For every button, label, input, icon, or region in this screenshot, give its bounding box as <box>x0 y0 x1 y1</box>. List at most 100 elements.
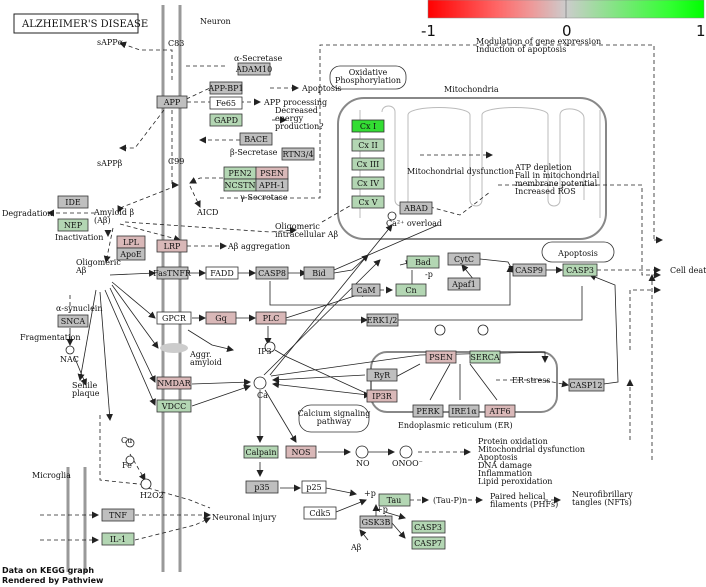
svg-text:Cx V: Cx V <box>359 198 378 207</box>
gene-cam[interactable]: CaM <box>351 283 381 297</box>
pathway-edges <box>40 41 663 544</box>
gene-tnf[interactable]: TNF <box>101 508 135 522</box>
gene-p35[interactable]: p35 <box>245 480 279 494</box>
svg-text:ERK1/2: ERK1/2 <box>367 316 398 325</box>
svg-text:TNF: TNF <box>109 511 127 520</box>
cu-label: Cu <box>121 436 132 445</box>
no-label: NO <box>356 459 370 468</box>
gene-cn[interactable]: Cn <box>395 283 427 297</box>
svg-text:RyR: RyR <box>374 371 391 380</box>
gene-apaf1[interactable]: Apaf1 <box>447 277 481 291</box>
gene-cx-iii[interactable]: Cx III <box>351 157 385 171</box>
gene-casp7[interactable]: CASP7 <box>411 536 446 550</box>
gene-cx-i[interactable]: Cx I <box>351 119 385 133</box>
svg-text:CASP7: CASP7 <box>414 539 442 548</box>
gene-lpl[interactable]: LPL <box>116 235 146 249</box>
gene-vdcc[interactable]: VDCC <box>156 399 192 413</box>
pathway-title: ALZHEIMER'S DISEASE <box>21 19 148 30</box>
gene-serca[interactable]: SERCA <box>469 350 501 364</box>
gene-casp3-tau[interactable]: CASP3 <box>411 520 446 534</box>
gene-gq[interactable]: Gq <box>205 311 237 325</box>
gene-atf6[interactable]: ATF6 <box>484 404 516 418</box>
gene-gsk3b[interactable]: GSK3B <box>359 515 393 529</box>
gene-bid[interactable]: Bid <box>303 266 335 280</box>
gene-snca[interactable]: SNCA <box>57 314 89 328</box>
gene-cytc[interactable]: CytC <box>447 252 481 266</box>
alpha-synuclein-label: α-synuclein <box>56 304 103 313</box>
gene-perk[interactable]: PERK <box>412 404 444 418</box>
gene-app[interactable]: APP <box>156 95 188 109</box>
svg-text:FADD: FADD <box>210 269 233 278</box>
gene-ide[interactable]: IDE <box>57 195 89 209</box>
svg-text:Cx II: Cx II <box>358 141 378 150</box>
mitochondria-label: Mitochondria <box>444 85 499 94</box>
gene-nep[interactable]: NEP <box>57 218 89 232</box>
gene-pen2[interactable]: PEN2 <box>223 166 257 180</box>
mito-dysfunction-label: Mitochondrial dysfunction <box>407 167 514 176</box>
neuron-label: Neuron <box>200 17 231 26</box>
er-compartment: Endoplasmic reticulum (ER) <box>370 351 558 430</box>
h2o2-label: H2O2 <box>140 491 164 500</box>
gene-nos[interactable]: NOS <box>285 445 317 459</box>
svg-text:Bad: Bad <box>415 258 431 267</box>
ab-aggregation-label: Aβ aggregation <box>227 242 290 251</box>
gene-psen-er[interactable]: PSEN <box>425 350 457 364</box>
sappb-label: sAPPβ <box>97 159 123 168</box>
gene-abad[interactable]: ABAD <box>399 201 433 215</box>
svg-text:Apaf1: Apaf1 <box>451 280 476 289</box>
gene-bace[interactable]: BACE <box>239 132 273 146</box>
gene-psen-gamma[interactable]: PSEN <box>255 166 289 180</box>
svg-text:Cx IV: Cx IV <box>357 179 379 188</box>
gene-cx-ii[interactable]: Cx II <box>351 138 385 152</box>
gene-rtn3-4[interactable]: RTN3/4 <box>281 147 315 161</box>
gene-gpcr[interactable]: GPCR <box>156 311 192 325</box>
gene-calpain[interactable]: Calpain <box>243 445 279 459</box>
gene-ire1a[interactable]: IRE1α <box>448 404 480 418</box>
c83-label: C83 <box>168 39 184 48</box>
gene-casp12[interactable]: CASP12 <box>568 378 605 392</box>
gene-lrp[interactable]: LRP <box>156 239 188 253</box>
gene-tau[interactable]: Tau <box>378 493 411 507</box>
inactivation-label: Inactivation <box>55 233 103 242</box>
footer-line-2: Rendered by Pathview <box>2 576 104 585</box>
svg-text:PSEN: PSEN <box>260 169 284 178</box>
gene-cdk5[interactable]: Cdk5 <box>303 506 337 520</box>
gene-cx-v[interactable]: Cx V <box>351 195 385 209</box>
aggr-amyloid-label: Aggr.amyloid <box>189 350 222 367</box>
svg-text:Gq: Gq <box>215 314 227 323</box>
gene-app-bp1[interactable]: APP-BP1 <box>207 81 244 95</box>
er-stress-label: ER stress <box>512 376 551 385</box>
svg-text:p35: p35 <box>254 483 269 492</box>
gene-ncstn[interactable]: NCSTN <box>223 178 257 192</box>
gene-nmdar[interactable]: NMDAR <box>156 376 192 390</box>
gene-fe65[interactable]: Fe65 <box>209 96 243 110</box>
footer-line-1: Data on KEGG graph <box>2 566 95 575</box>
legend-tick-max: 1 <box>696 22 706 40</box>
gene-fadd[interactable]: FADD <box>205 266 239 280</box>
svg-text:NMDAR: NMDAR <box>157 379 191 388</box>
gene-p25[interactable]: p25 <box>301 480 327 494</box>
svg-text:NEP: NEP <box>64 221 83 230</box>
sappa-label: sAPPα <box>97 38 124 47</box>
gene-gapd[interactable]: GAPD <box>209 113 243 127</box>
gene-erk1-2[interactable]: ERK1/2 <box>366 313 399 327</box>
gene-plc[interactable]: PLC <box>255 311 287 325</box>
gene-cx-iv[interactable]: Cx IV <box>351 176 385 190</box>
gene-bad[interactable]: Bad <box>406 255 440 269</box>
fragmentation-label: Fragmentation <box>20 333 80 342</box>
gene-casp9[interactable]: CASP9 <box>512 263 547 277</box>
gene-adam10[interactable]: ADAM10 <box>235 62 272 76</box>
svg-text:FasTNFR: FasTNFR <box>153 269 192 278</box>
gene-casp3[interactable]: CASP3 <box>562 263 598 277</box>
svg-text:Calpain: Calpain <box>245 448 276 457</box>
gene-ryr[interactable]: RyR <box>366 368 398 382</box>
gene-fastnfr[interactable]: FasTNFR <box>153 266 192 280</box>
gene-ip3r[interactable]: IP3R <box>366 389 398 403</box>
plus-p-label-1: +p <box>364 489 376 498</box>
gene-casp8[interactable]: CASP8 <box>255 266 289 280</box>
gene-aph-1[interactable]: APH-1 <box>255 178 289 192</box>
gene-il-1[interactable]: IL-1 <box>101 532 135 546</box>
gene-apoe[interactable]: ApoE <box>116 247 146 261</box>
